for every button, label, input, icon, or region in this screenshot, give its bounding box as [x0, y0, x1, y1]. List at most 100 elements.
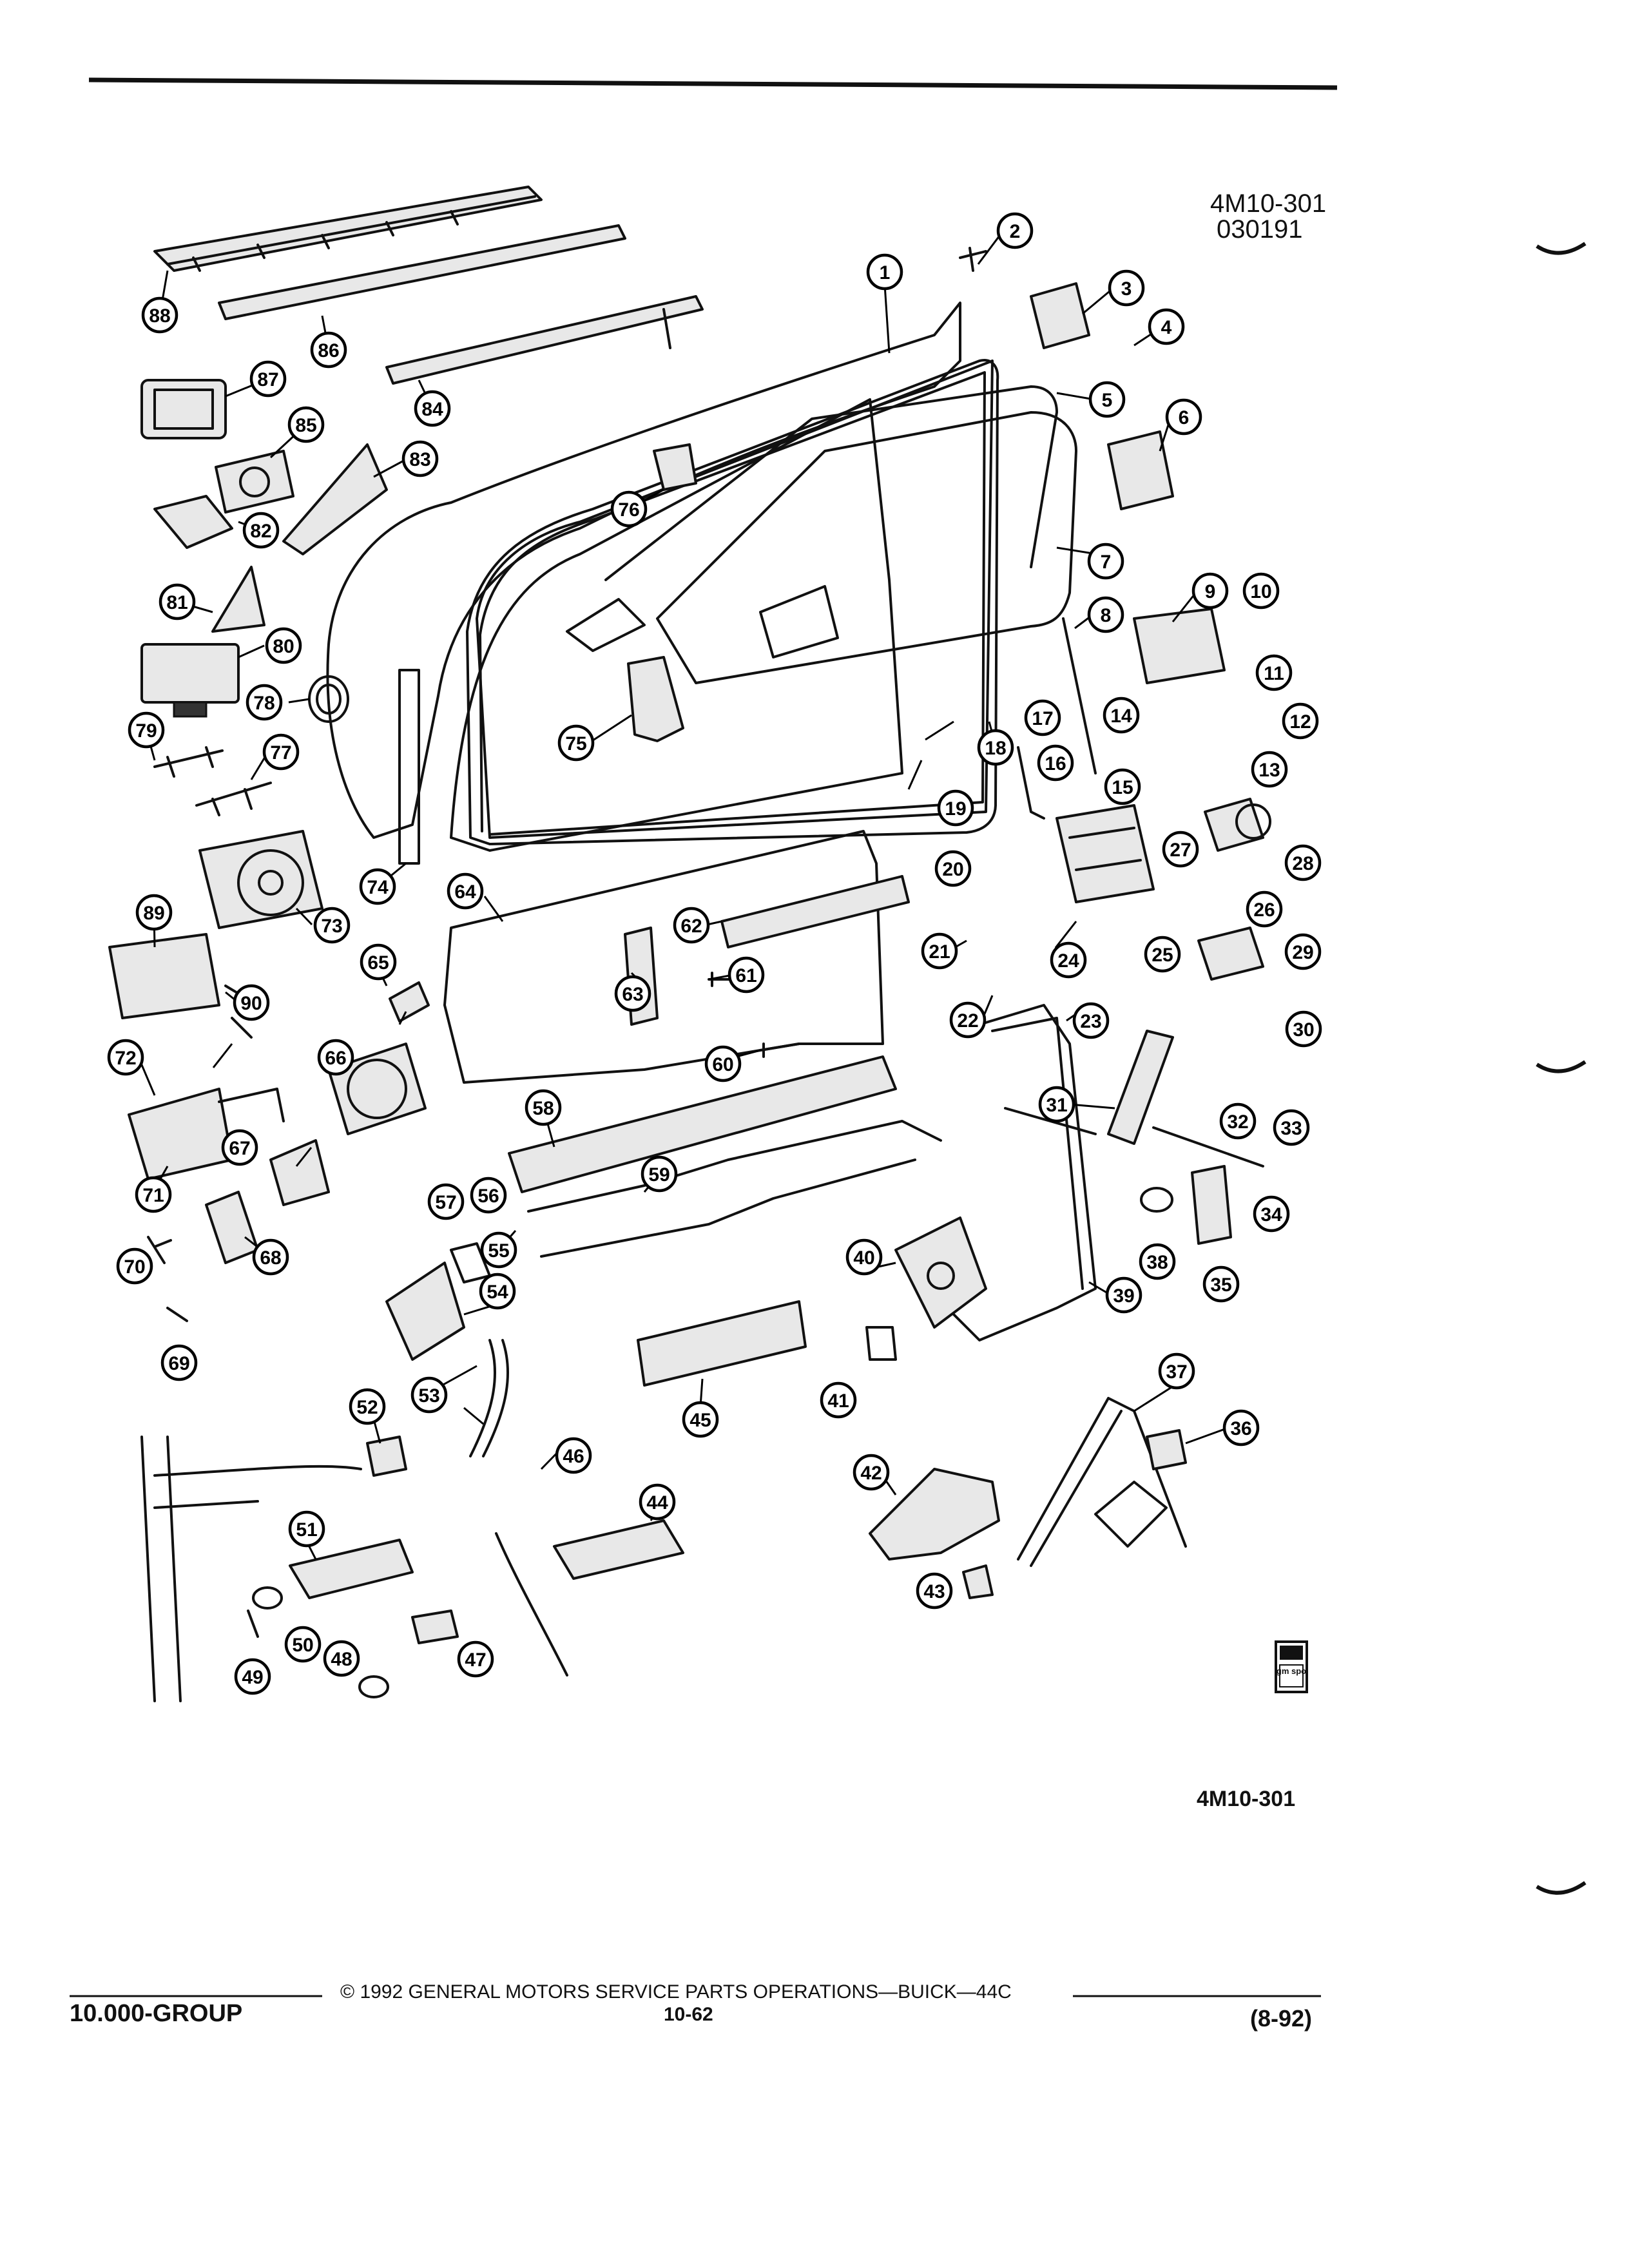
callout-22: 22 — [949, 1001, 987, 1039]
svg-text:30: 30 — [1293, 1019, 1314, 1041]
part-59-rod — [527, 1120, 942, 1258]
svg-text:15: 15 — [1112, 777, 1133, 798]
part-8-rod — [1062, 617, 1097, 774]
part-47-clip — [411, 1610, 459, 1644]
part-76-clip — [653, 443, 697, 491]
svg-text:59: 59 — [648, 1164, 670, 1186]
part-66-speaker-cone — [347, 1059, 407, 1119]
part-36-clip — [1146, 1429, 1187, 1470]
svg-text:3: 3 — [1121, 278, 1132, 300]
callout-54: 54 — [479, 1273, 516, 1310]
callout-70: 70 — [116, 1247, 153, 1285]
callout-42: 42 — [853, 1454, 890, 1491]
callout-89: 89 — [135, 894, 173, 931]
part-69-screw — [166, 1307, 188, 1322]
svg-text:20: 20 — [942, 859, 963, 880]
callout-84: 84 — [414, 390, 451, 427]
svg-text:19: 19 — [945, 798, 966, 820]
callout-44: 44 — [639, 1483, 676, 1521]
svg-text:48: 48 — [331, 1649, 352, 1670]
svg-text:14: 14 — [1110, 706, 1132, 727]
svg-text:38: 38 — [1146, 1252, 1168, 1273]
part-24-latch-detail — [1068, 827, 1142, 871]
part-7-glass — [656, 411, 1077, 684]
svg-text:37: 37 — [1166, 1361, 1187, 1383]
part-84-strip — [385, 295, 704, 385]
callout-5: 5 — [1088, 381, 1126, 418]
callout-68: 68 — [252, 1238, 289, 1276]
callout-76: 76 — [610, 490, 648, 528]
svg-text:34: 34 — [1260, 1204, 1282, 1225]
part-27-cylinder — [1204, 798, 1264, 852]
part-46-harness — [495, 1532, 568, 1677]
svg-text:27: 27 — [1170, 840, 1191, 861]
callout-6: 6 — [1165, 398, 1202, 436]
callout-56: 56 — [470, 1177, 507, 1214]
svg-text:gm spo: gm spo — [1277, 1666, 1306, 1676]
part-68-bracket — [205, 1191, 259, 1264]
callout-23: 23 — [1072, 1002, 1110, 1039]
callout-25: 25 — [1144, 936, 1181, 973]
callout-73: 73 — [313, 907, 351, 944]
svg-text:29: 29 — [1292, 942, 1313, 963]
svg-text:68: 68 — [260, 1247, 281, 1269]
callout-21: 21 — [921, 932, 958, 970]
svg-text:52: 52 — [356, 1397, 378, 1418]
part-87-bezel — [140, 379, 227, 439]
footer-group: 10.000-GROUP — [70, 2000, 243, 2027]
svg-text:28: 28 — [1292, 853, 1313, 874]
svg-text:65: 65 — [367, 952, 389, 974]
callout-72: 72 — [107, 1039, 144, 1076]
part-72-arm — [218, 1088, 285, 1122]
svg-text:90: 90 — [240, 993, 262, 1014]
callout-8: 8 — [1087, 596, 1124, 633]
svg-text:78: 78 — [253, 693, 275, 714]
callout-62: 62 — [673, 907, 710, 944]
callout-7: 7 — [1087, 543, 1124, 580]
svg-text:74: 74 — [367, 877, 389, 898]
callouts: 1 2 3 4 5 6 7 8 9 10 11 12 13 14 15 16 1… — [107, 212, 1322, 1695]
part-34-rod — [1152, 1126, 1264, 1168]
callout-29: 29 — [1284, 933, 1322, 970]
callout-13: 13 — [1251, 751, 1288, 788]
svg-text:84: 84 — [421, 399, 443, 420]
callout-65: 65 — [360, 943, 397, 981]
part-49-screw — [247, 1610, 259, 1638]
callout-12: 12 — [1282, 702, 1319, 740]
svg-text:35: 35 — [1210, 1274, 1231, 1296]
footer-copyright: © 1992 GENERAL MOTORS SERVICE PARTS OPER… — [340, 1981, 1012, 2003]
svg-text:23: 23 — [1080, 1011, 1101, 1032]
svg-text:66: 66 — [325, 1048, 346, 1069]
callout-88: 88 — [141, 296, 178, 334]
svg-text:31: 31 — [1046, 1095, 1067, 1116]
part-53-harness — [469, 1339, 510, 1457]
callout-90: 90 — [233, 984, 270, 1021]
part-88-strip-detail — [166, 195, 536, 272]
callout-4: 4 — [1148, 308, 1185, 345]
part-29-lock — [1197, 927, 1264, 981]
part-37-regulator — [1017, 1397, 1187, 1567]
top-rule — [88, 77, 1338, 90]
part-50-ring — [252, 1586, 283, 1610]
callout-9: 9 — [1191, 572, 1229, 610]
part-79-pin — [153, 746, 224, 778]
part-78-grommet-inner — [316, 684, 342, 715]
callout-61: 61 — [728, 956, 765, 994]
callout-27: 27 — [1162, 831, 1199, 868]
callout-47: 47 — [457, 1640, 494, 1678]
callout-43: 43 — [916, 1572, 953, 1610]
callout-85: 85 — [287, 406, 325, 443]
leader-lines — [137, 230, 1229, 1560]
part-89-bezel — [108, 933, 220, 1019]
part-40-plate — [894, 1216, 987, 1329]
svg-text:80: 80 — [273, 636, 294, 657]
svg-text:83: 83 — [409, 449, 430, 470]
svg-text:13: 13 — [1258, 760, 1280, 781]
callout-45: 45 — [682, 1401, 719, 1438]
svg-text:11: 11 — [1264, 663, 1284, 684]
svg-text:85: 85 — [295, 415, 316, 436]
callout-57: 57 — [427, 1183, 465, 1220]
part-85-knob — [239, 466, 270, 497]
svg-text:77: 77 — [270, 742, 291, 764]
svg-text:62: 62 — [680, 916, 702, 937]
